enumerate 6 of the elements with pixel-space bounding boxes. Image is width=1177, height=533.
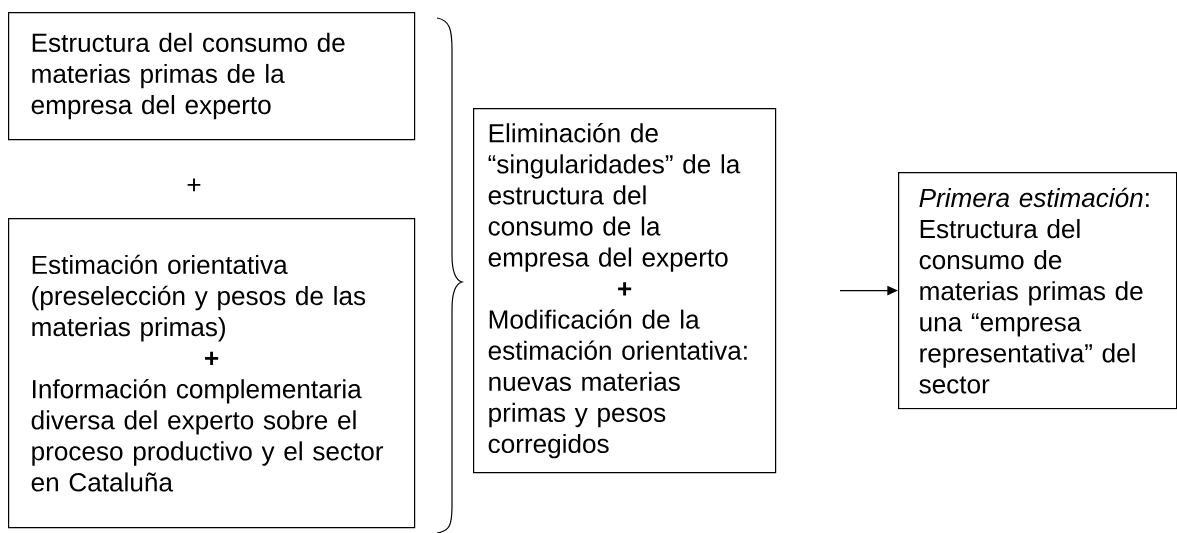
arrow — [839, 285, 898, 296]
text-box: Estructura del consumo de materias primas de la empresa del experto — [8, 12, 416, 141]
text-box: Eliminación de “singularidades” de la estructura del consumo de la empresa del experto + Modificación de la estimación orientativa: nuevas materias primas y pesos corregidos — [473, 108, 777, 474]
plus-sign: + — [187, 178, 201, 192]
text-box: Primera estimación: Estructura del consumo de materias primas de una “empresa representativa” del sector — [898, 172, 1177, 410]
text-box: Estimación orientativa (preselección y pesos de las materias primas) + Información complementaria diversa del experto sobre el proceso productivo y el sector en Cataluña — [8, 218, 416, 529]
